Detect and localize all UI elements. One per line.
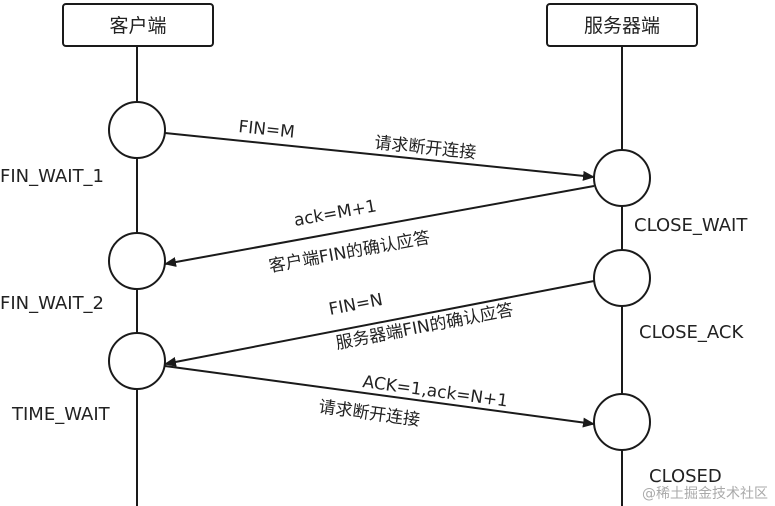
watermark: @稀土掘金技术社区 (642, 486, 768, 502)
client-box: 客户端 (62, 3, 214, 47)
server-box: 服务器端 (546, 3, 698, 47)
state-fin-wait-1: FIN_WAIT_1 (0, 166, 104, 187)
client-title: 客户端 (109, 15, 166, 37)
state-fin-wait-2: FIN_WAIT_2 (0, 293, 104, 314)
state-close-wait: CLOSE_WAIT (634, 215, 748, 236)
msg-2-label: ack=M+1 (292, 196, 378, 231)
state-time-wait: TIME_WAIT (11, 404, 111, 425)
client-state-circle-2 (108, 232, 166, 290)
ack-m1-arrow (164, 185, 595, 267)
server-state-circle-2 (593, 249, 651, 307)
client-state-circle-3 (108, 332, 166, 390)
msg-4-note: 请求断开连接 (317, 397, 421, 430)
state-close-ack: CLOSE_ACK (639, 322, 744, 343)
server-state-circle-3 (593, 393, 651, 451)
client-state-circle-1 (108, 101, 166, 159)
msg-3-label: FIN=N (327, 290, 384, 320)
msg-1-label: FIN=M (237, 117, 295, 143)
server-state-circle-1 (593, 149, 651, 207)
fin-n-arrow (164, 280, 595, 367)
state-closed: CLOSED (649, 466, 722, 487)
msg-2-note: 客户端FIN的确认应答 (267, 228, 431, 277)
server-title: 服务器端 (584, 15, 660, 37)
ack-n1-arrow (164, 365, 595, 428)
fin-m-arrow (164, 132, 595, 181)
